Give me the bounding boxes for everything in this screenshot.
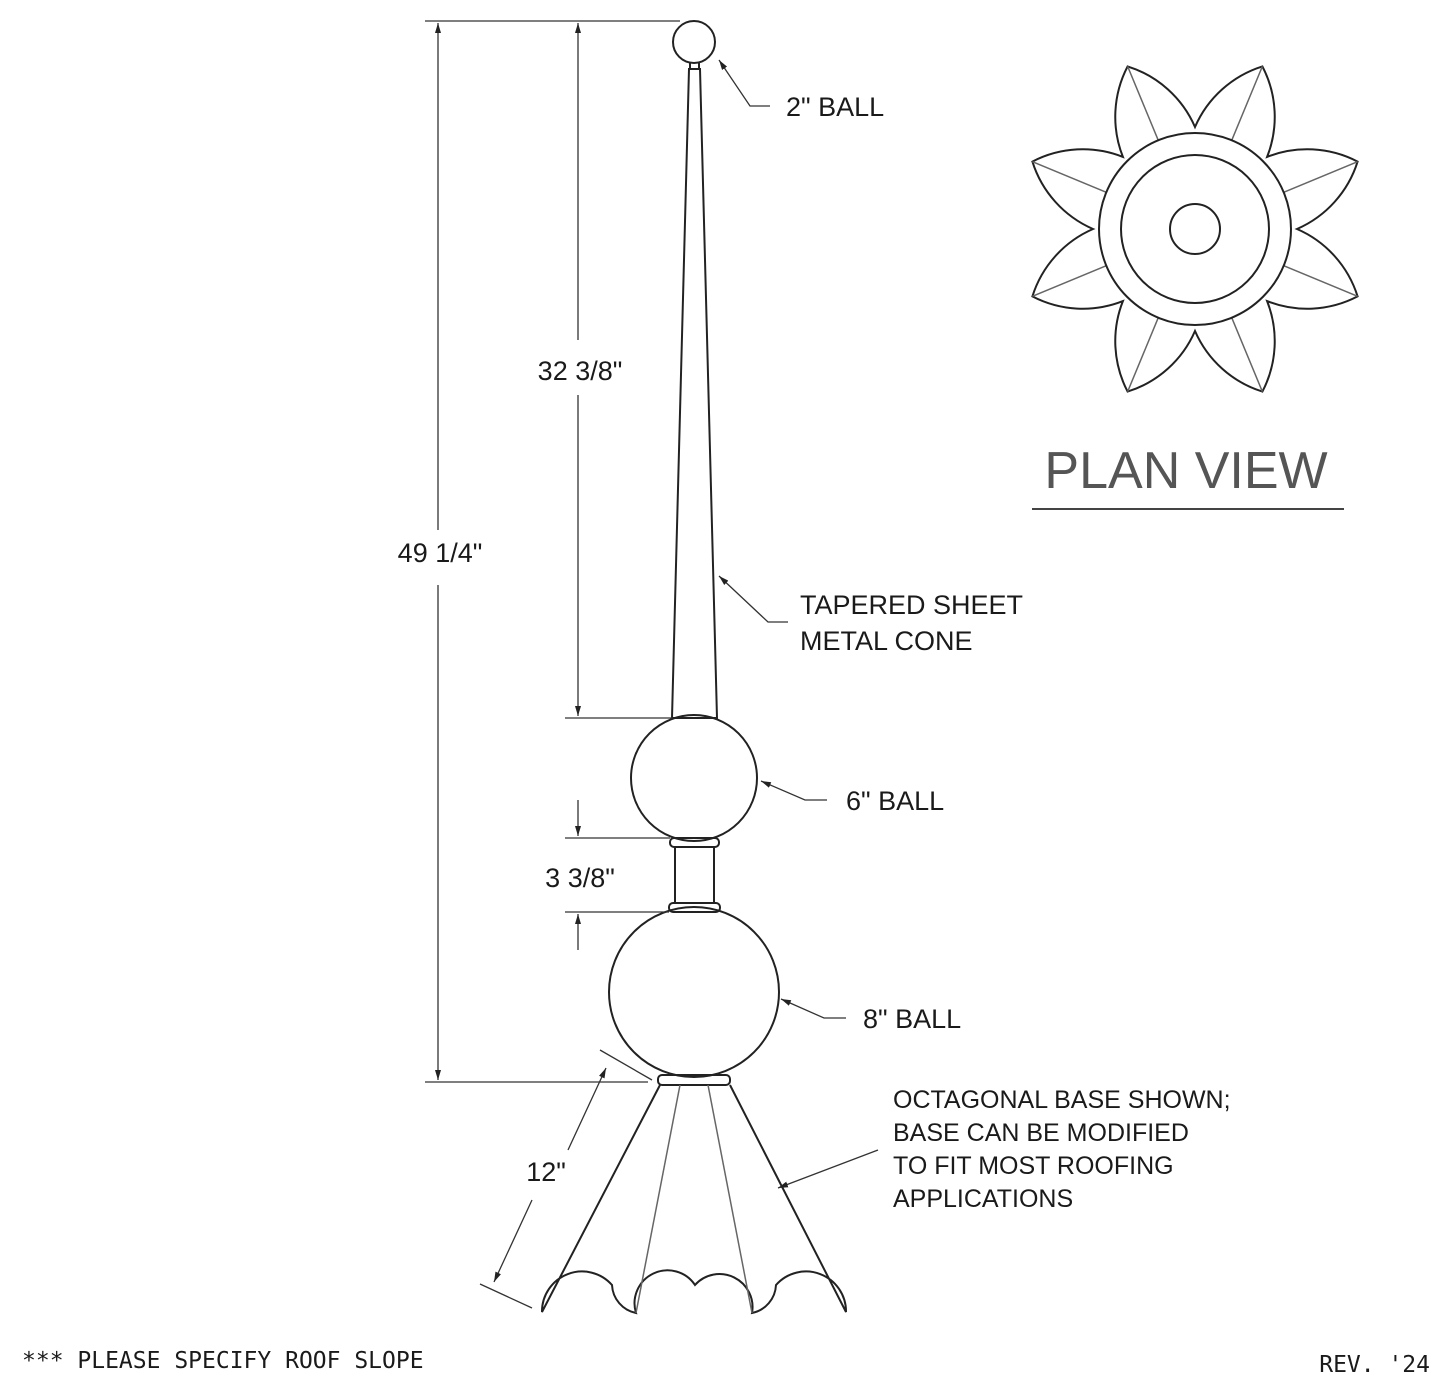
mid-ball-label: 6" BALL bbox=[846, 786, 944, 816]
plan-middle-ring bbox=[1120, 154, 1270, 304]
top-ball-label: 2" BALL bbox=[786, 92, 884, 122]
revision-label: REV. '24 bbox=[1319, 1352, 1430, 1378]
cone-label-line1: TAPERED SHEET bbox=[800, 590, 1023, 620]
base-note-line: BASE CAN BE MODIFIED bbox=[893, 1119, 1189, 1147]
leader-lines bbox=[718, 59, 879, 1189]
plan-view-title: PLAN VIEW bbox=[1044, 442, 1327, 500]
plan-petal-seam bbox=[1283, 160, 1358, 193]
dimension-lines bbox=[425, 20, 680, 1309]
cone-label-line2: METAL CONE bbox=[800, 626, 973, 656]
plan-petal-seam bbox=[1032, 160, 1107, 193]
base-note: OCTAGONAL BASE SHOWN; BASE CAN BE MODIFI… bbox=[893, 1086, 1231, 1213]
base-slant-dim: 12" bbox=[526, 1157, 566, 1187]
plan-petal-seam bbox=[1231, 317, 1264, 392]
finial-elevation bbox=[540, 20, 848, 1315]
plan-view bbox=[1031, 65, 1359, 393]
low-ball-label: 8" BALL bbox=[863, 1004, 961, 1034]
plan-petal-seam bbox=[1032, 265, 1107, 298]
plan-petal-seam bbox=[1126, 66, 1159, 141]
base-note-line: OCTAGONAL BASE SHOWN; bbox=[893, 1086, 1231, 1114]
base-note-line: TO FIT MOST ROOFING bbox=[893, 1152, 1174, 1180]
flared-base bbox=[540, 1084, 848, 1315]
plan-petal-seam bbox=[1126, 317, 1159, 392]
plan-view-star bbox=[1031, 65, 1359, 393]
overall-height-dim: 49 1/4" bbox=[398, 538, 483, 568]
roof-slope-note: *** PLEASE SPECIFY ROOF SLOPE bbox=[22, 1348, 424, 1374]
mid-ball bbox=[630, 714, 758, 842]
tapered-cone bbox=[670, 68, 719, 719]
plan-petal-seam bbox=[1231, 66, 1264, 141]
neck-height-dim: 3 3/8" bbox=[545, 863, 615, 893]
cone-height-dim: 32 3/8" bbox=[538, 356, 623, 386]
top-ball bbox=[672, 20, 716, 64]
plan-petal-seam bbox=[1283, 265, 1358, 298]
low-ball bbox=[608, 906, 780, 1078]
plan-inner-ring bbox=[1169, 203, 1221, 255]
base-note-line: APPLICATIONS bbox=[893, 1185, 1073, 1213]
plan-outer-ring bbox=[1098, 132, 1292, 326]
